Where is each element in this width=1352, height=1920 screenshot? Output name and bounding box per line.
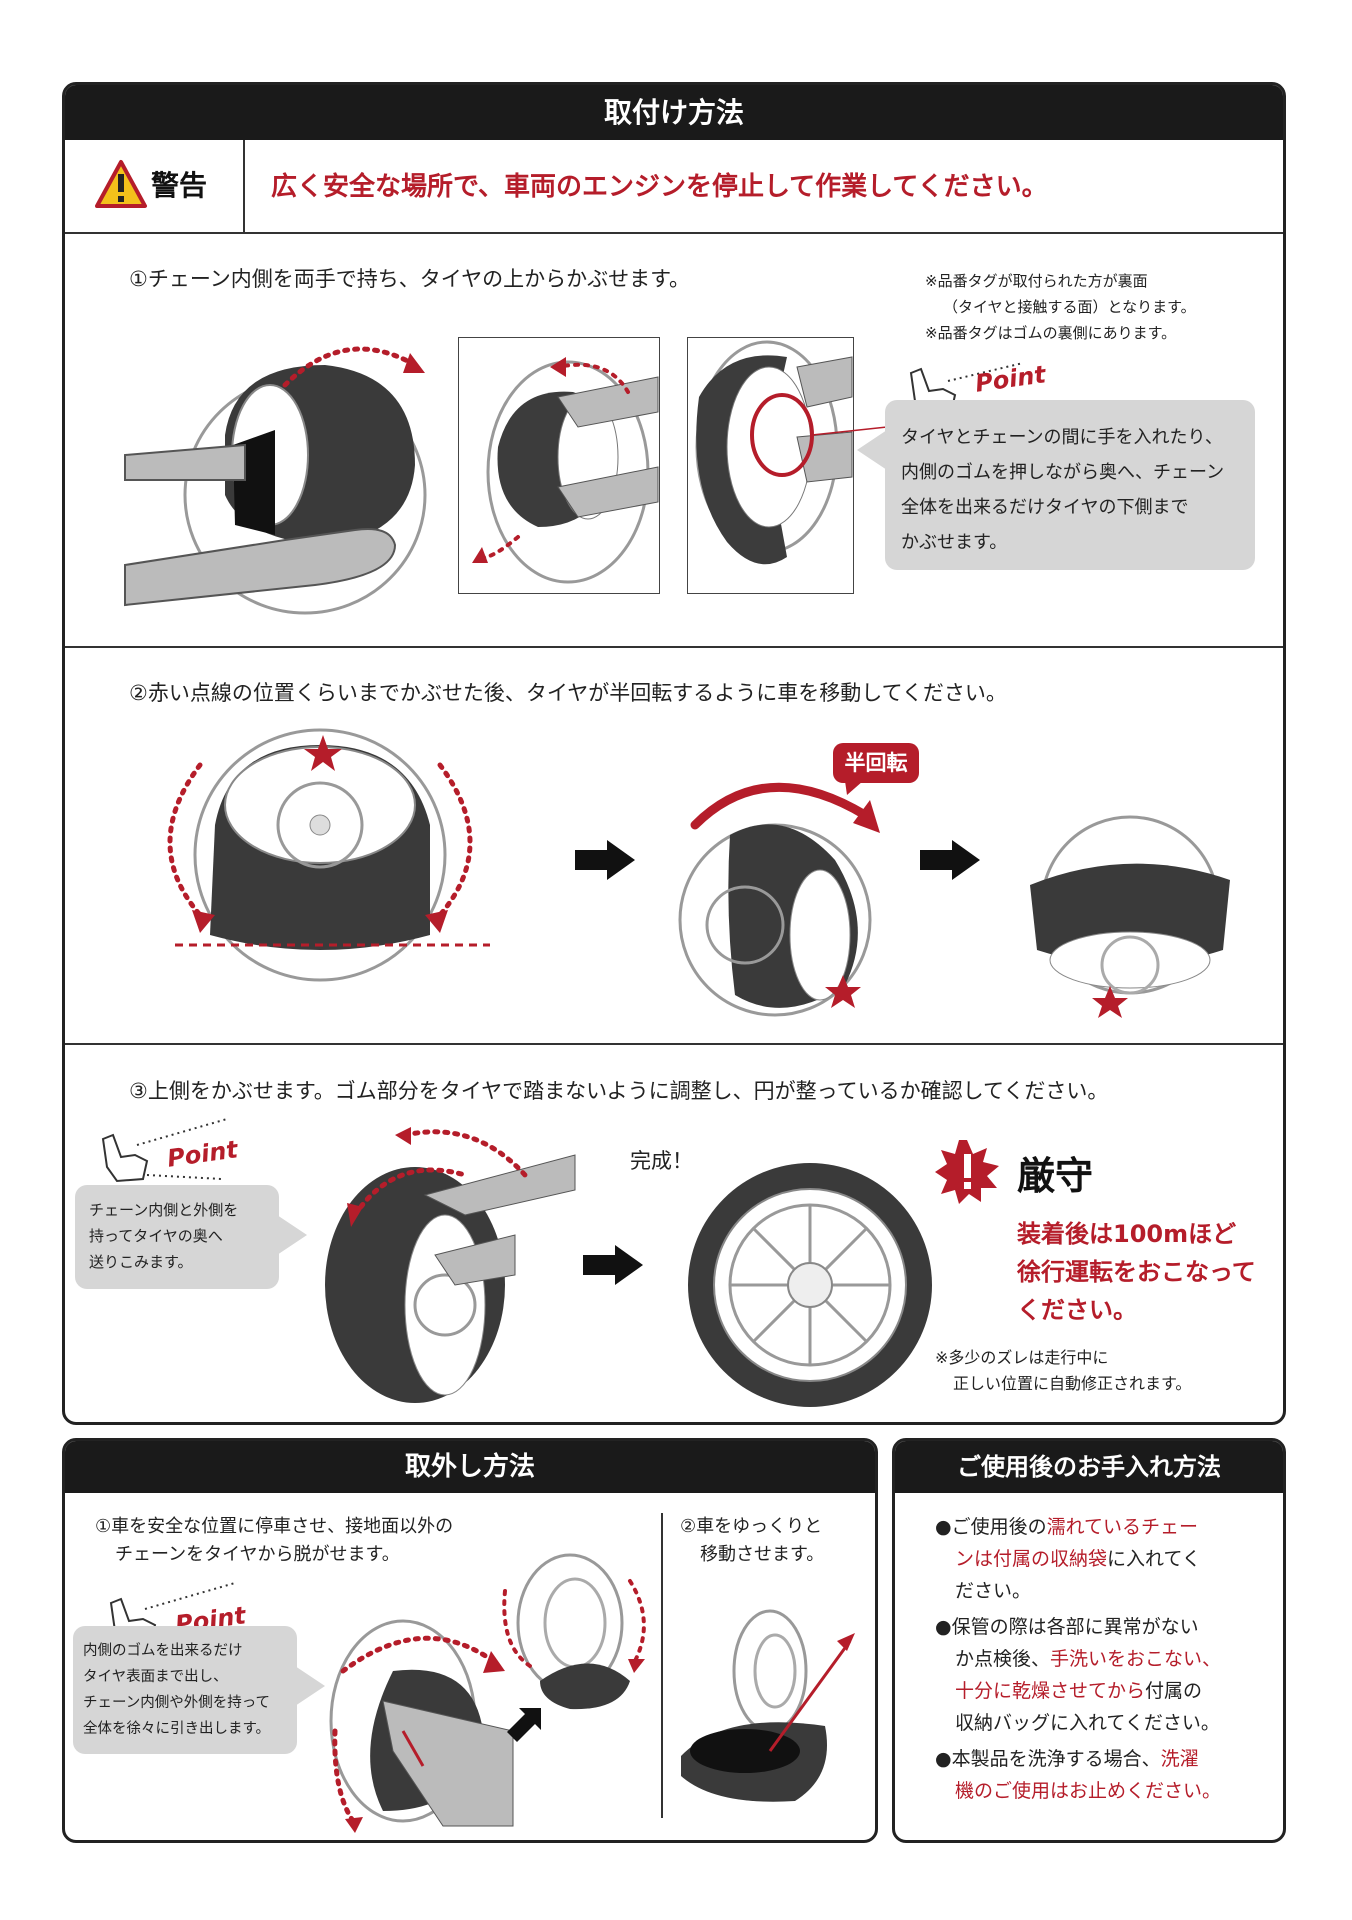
point-line: タイヤ表面まで出し、 (83, 1669, 228, 1685)
removal-illustration-move (681, 1609, 855, 1802)
warning-label: 警告 (151, 169, 208, 202)
install-panel: 取付け方法 警告 広く安全な場所で、車両のエンジンを停止して作業してください。 … (62, 82, 1286, 1425)
section-divider (65, 232, 1283, 234)
install-title: 取付け方法 (603, 96, 744, 129)
care-item: ●保管の際は各部に異常がない か点検後、手洗いをおこない、 十分に乾燥させてから… (935, 1611, 1275, 1739)
care-text: 収納バッグに入れてください。 (955, 1712, 1220, 1734)
step-line: ①車を安全な位置に停車させ、接地面以外の (95, 1516, 454, 1537)
section-divider (65, 1043, 1283, 1045)
point-line: タイヤとチェーンの間に手を入れたり、 (901, 427, 1223, 448)
care-highlight: 濡れているチェー (1046, 1516, 1199, 1538)
point-label: Point (973, 360, 1048, 398)
care-text: 付属の (1145, 1680, 1203, 1702)
note-line: （タイヤと接触する面）となります。 (943, 298, 1196, 316)
hand-pointer-icon (101, 1118, 228, 1183)
point-line: 全体を出来るだけタイヤの下側まで (901, 497, 1189, 518)
care-item: ●ご使用後の濡れているチェー ンは付属の収納袋に入れてく ださい。 (935, 1511, 1275, 1607)
half-turn-badge: 半回転 (833, 743, 919, 783)
arrow-diagonal-icon (507, 1708, 541, 1742)
step2-illustration-position (167, 728, 490, 982)
removal-header: 取外し方法 (65, 1441, 875, 1493)
exclamation-badge-icon (935, 1140, 999, 1204)
point-line: 全体を徐々に引き出します。 (83, 1721, 271, 1737)
half-turn-label: 半回転 (844, 751, 908, 775)
removal-point-bubble: 内側のゴムを出来るだけ タイヤ表面まで出し、 チェーン内側や外側を持って 全体を… (73, 1626, 297, 1754)
care-header: ご使用後のお手入れ方法 (895, 1441, 1283, 1493)
care-text: ●本製品を洗浄する場合、 (935, 1748, 1161, 1770)
warning-row: 警告 広く安全な場所で、車両のエンジンを停止して作業してください。 (65, 140, 1283, 232)
removal-step1-text: ①車を安全な位置に停車させ、接地面以外の チェーンをタイヤから脱がせます。 (95, 1513, 453, 1569)
strict-text: 装着後は100mほど 徐行運転をおこなって ください。 (1017, 1215, 1256, 1329)
bubble-tail (295, 1666, 325, 1706)
point-line: チェーン内側と外側を (89, 1201, 239, 1219)
step1-illustration-cover (124, 346, 427, 615)
point-line: 送りこみます。 (89, 1253, 193, 1271)
care-highlight: 洗濯 (1160, 1748, 1199, 1770)
warning-divider (243, 140, 245, 232)
arrow-right-icon (575, 840, 635, 880)
note-line: ※品番タグが取付られた方が裏面 (925, 272, 1148, 290)
strict-line: ください。 (1017, 1296, 1137, 1324)
care-item: ●本製品を洗浄する場合、洗濯 機のご使用はお止めください。 (935, 1743, 1275, 1807)
step2-illustration-result (1030, 815, 1230, 1018)
removal-panel: 取外し方法 ①車を安全な位置に停車させ、接地面以外の チェーンをタイヤから脱がせ… (62, 1438, 878, 1843)
step3-note: ※多少のズレは走行中に 正しい位置に自動修正されます。 (935, 1345, 1191, 1397)
section-divider (65, 646, 1283, 648)
install-step2-text: ②赤い点線の位置くらいまでかぶせた後、タイヤが半回転するように車を移動してくださ… (129, 681, 1007, 705)
strict-line: 徐行運転をおこなって (1017, 1258, 1256, 1286)
point-line: 内側のゴムを出来るだけ (83, 1643, 243, 1659)
install-header: 取付け方法 (65, 85, 1283, 140)
warning-text: 広く安全な場所で、車両のエンジンを停止して作業してください。 (271, 172, 1048, 202)
strict-line: 装着後は100mほど (1017, 1220, 1237, 1248)
point-line: かぶせます。 (901, 532, 1008, 553)
care-text: ●ご使用後の (935, 1516, 1047, 1538)
step1-illustration-pull (472, 357, 659, 584)
care-highlight: ンは付属の収納袋 (955, 1548, 1108, 1570)
step3-point-bubble: チェーン内側と外側を 持ってタイヤの奥へ 送りこみます。 (75, 1185, 279, 1289)
step-line: チェーンをタイヤから脱がせます。 (115, 1544, 400, 1565)
care-panel: ご使用後のお手入れ方法 ●ご使用後の濡れているチェー ンは付属の収納袋に入れてく… (892, 1438, 1286, 1843)
removal-divider (661, 1513, 663, 1818)
badge-tail (845, 781, 863, 795)
complete-label: 完成！ (630, 1149, 693, 1173)
care-highlight: 十分に乾燥させてから (955, 1680, 1146, 1702)
warning-triangle-icon (95, 160, 147, 208)
bubble-tail (857, 430, 887, 470)
strict-label: 厳守 (1017, 1154, 1094, 1198)
care-highlight: 手洗いをおこない、 (1050, 1648, 1222, 1670)
care-list: ●ご使用後の濡れているチェー ンは付属の収納袋に入れてく ださい。 ●保管の際は… (935, 1511, 1275, 1807)
bubble-tail (277, 1215, 307, 1255)
step3-illustration-cover (325, 1127, 576, 1403)
point-line: 内側のゴムを押しながら奥へ、チェーン (901, 462, 1225, 483)
step2-illustration-rotate (678, 782, 880, 1017)
care-text: か点検後、 (955, 1648, 1051, 1670)
care-text: ●保管の際は各部に異常がない (935, 1616, 1199, 1638)
arrow-right-icon (920, 840, 980, 880)
point-line: 持ってタイヤの奥へ (89, 1227, 223, 1245)
arrow-right-icon (583, 1245, 643, 1285)
care-title: ご使用後のお手入れ方法 (957, 1453, 1221, 1481)
step1-point-bubble: タイヤとチェーンの間に手を入れたり、 内側のゴムを押しながら奥へ、チェーン 全体… (885, 400, 1255, 570)
removal-step2-text: ②車をゆっくりと 移動させます。 (680, 1513, 824, 1569)
care-text: に入れてく (1107, 1548, 1201, 1570)
care-highlight: 機のご使用はお止めください。 (955, 1780, 1222, 1802)
step-line: 移動させます。 (700, 1544, 825, 1565)
removal-illustration-tire (502, 1553, 646, 1710)
point-line: チェーン内側や外側を持って (83, 1695, 271, 1711)
removal-illustration-pull (329, 1619, 514, 1833)
note-line: ※多少のズレは走行中に (935, 1348, 1109, 1367)
removal-title: 取外し方法 (404, 1452, 535, 1482)
note-line: 正しい位置に自動修正されます。 (953, 1374, 1192, 1393)
care-text: ださい。 (955, 1580, 1032, 1602)
step3-illustration-complete (688, 1163, 932, 1407)
step-line: ②車をゆっくりと (680, 1516, 823, 1537)
install-step1-note: ※品番タグが取付られた方が裏面 （タイヤと接触する面）となります。 ※品番タグは… (925, 268, 1196, 346)
install-step3-text: ③上側をかぶせます。ゴム部分をタイヤで踏まないように調整し、円が整っているか確認… (129, 1079, 1109, 1103)
note-line: ※品番タグはゴムの裏側にあります。 (925, 324, 1177, 342)
install-step1-text: ①チェーン内側を両手で持ち、タイヤの上からかぶせます。 (129, 267, 691, 291)
step1-illustration-push (695, 340, 888, 565)
